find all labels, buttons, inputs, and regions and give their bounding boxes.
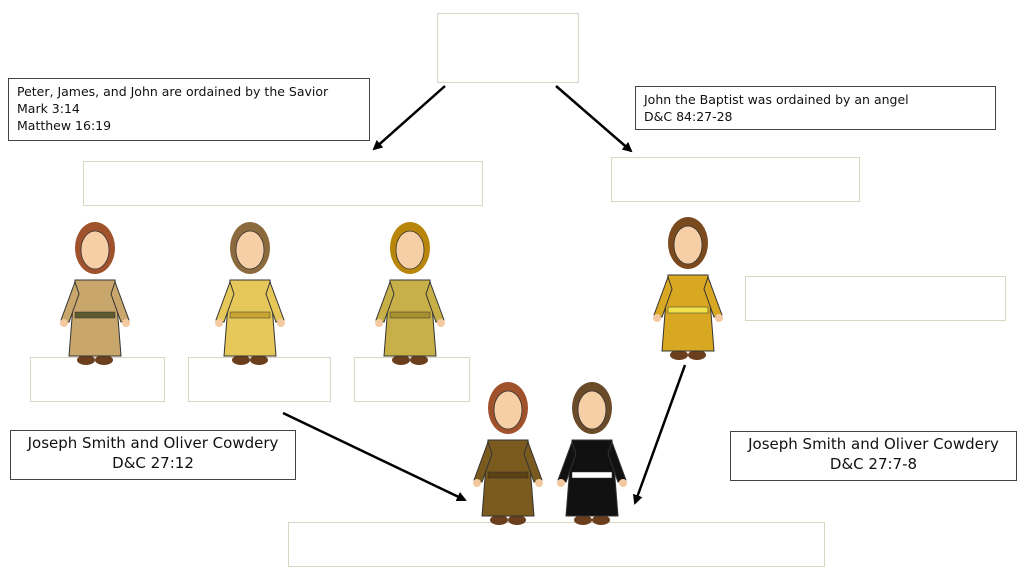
note-line: D&C 84:27-28 bbox=[644, 109, 733, 124]
arrow-to-aaronic bbox=[555, 85, 633, 153]
john-figure bbox=[375, 222, 445, 365]
john-the-baptist-figure bbox=[653, 217, 723, 360]
note-line: Joseph Smith and Oliver Cowdery bbox=[748, 435, 999, 453]
note-line: Mark 3:14 bbox=[17, 101, 80, 116]
blank-peter bbox=[30, 357, 165, 402]
note-peter-james-john: Peter, James, and John are ordained by t… bbox=[8, 78, 370, 141]
blank-top bbox=[437, 13, 579, 83]
blank-james bbox=[188, 357, 331, 402]
blank-melchizedek bbox=[83, 161, 483, 206]
arrow-to-melchizedek bbox=[372, 85, 446, 151]
joseph-smith-figure bbox=[473, 382, 543, 525]
note-joseph-oliver-right: Joseph Smith and Oliver Cowdery D&C 27:7… bbox=[730, 431, 1017, 481]
note-john-baptist: John the Baptist was ordained by an ange… bbox=[635, 86, 996, 130]
blank-baptist bbox=[745, 276, 1006, 321]
blank-bottom bbox=[288, 522, 825, 567]
note-joseph-oliver-left: Joseph Smith and Oliver Cowdery D&C 27:1… bbox=[10, 430, 296, 480]
arrow-apostles-to-joseph bbox=[282, 411, 467, 502]
blank-aaronic bbox=[611, 157, 860, 202]
note-line: Matthew 16:19 bbox=[17, 118, 112, 133]
note-line: D&C 27:7-8 bbox=[829, 455, 918, 473]
note-line: John the Baptist was ordained by an ange… bbox=[644, 92, 909, 107]
james-figure bbox=[215, 222, 285, 365]
oliver-cowdery-figure bbox=[557, 382, 627, 525]
note-line: Peter, James, and John are ordained by t… bbox=[17, 84, 329, 99]
note-line: Joseph Smith and Oliver Cowdery bbox=[27, 434, 279, 452]
note-line: D&C 27:12 bbox=[112, 454, 194, 472]
arrow-baptist-to-oliver bbox=[633, 364, 687, 505]
peter-figure bbox=[60, 222, 130, 365]
